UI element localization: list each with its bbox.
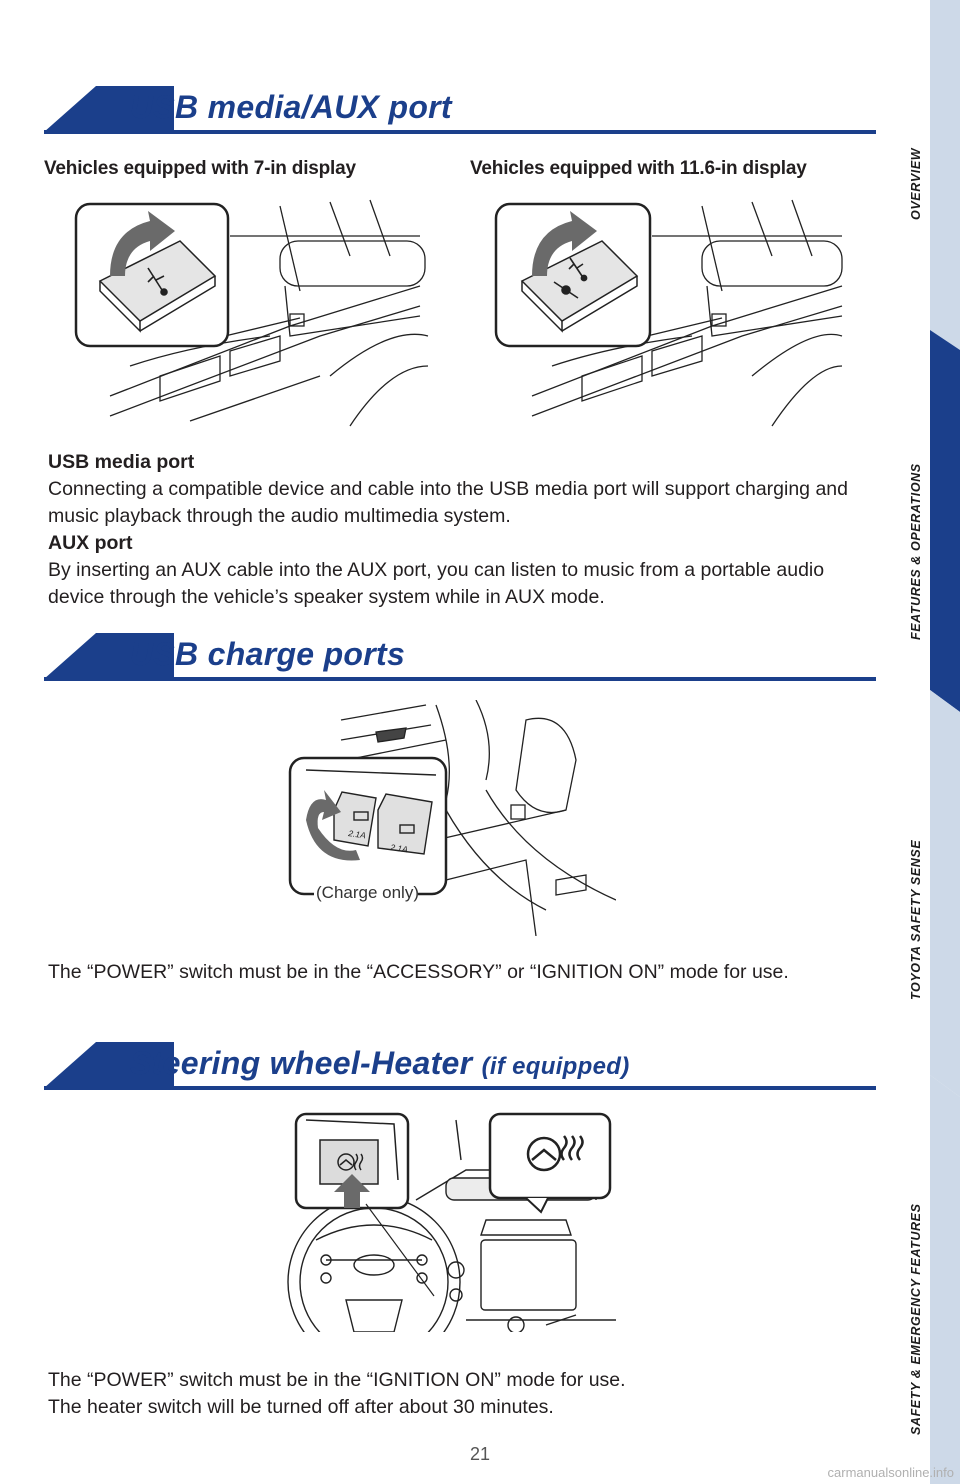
charge-only-bg [314, 878, 418, 902]
section-header-usb-charge: USB charge ports [44, 633, 876, 685]
aux-heading: AUX port [48, 532, 133, 554]
steering-heat-icon-small [337, 1153, 364, 1171]
title-main: Steering wheel-Heater [130, 1045, 473, 1081]
side-tab-label-features[interactable]: FEATURES & OPERATIONS [909, 463, 923, 640]
aux-text: By inserting an AUX cable into the AUX p… [48, 559, 825, 608]
usb-media-heading: USB media port [48, 451, 195, 473]
page-number: 21 [469, 1444, 491, 1464]
caption-11in: Vehicles equipped with 11.6-in display [470, 158, 807, 179]
arrow-icon [532, 211, 597, 276]
steering-heater-text-1: The “POWER” switch must be in the “IGNIT… [48, 1369, 626, 1391]
press-arrow-icon [334, 1174, 370, 1208]
usb-icon [147, 267, 168, 296]
usb-media-description: USB media port Connecting a compatible d… [48, 449, 848, 611]
section-title: USB media/AUX port [130, 89, 452, 125]
header-rule [44, 1086, 876, 1090]
section-title: USB charge ports [130, 636, 406, 672]
side-tab-bar [930, 0, 960, 1484]
illustration-usb-11in [494, 199, 843, 427]
tab-emergency [930, 1075, 960, 1484]
amp-label-2: 2.1A [389, 842, 409, 855]
section-header-usb-media: USB media/AUX port [44, 86, 876, 138]
tab-safety-sense [930, 690, 960, 1097]
title-suffix: (if equipped) [481, 1053, 630, 1080]
usb-media-text: Connecting a compatible device and cable… [48, 478, 848, 527]
charge-only-label: (Charge only) [316, 883, 419, 902]
usb-charge-description: The “POWER” switch must be in the “ACCES… [48, 961, 789, 983]
section-header-steering-heater: Steering wheel-Heater (if equipped) [44, 1042, 876, 1094]
illustration-steering-heater [287, 1112, 616, 1332]
illustration-usb-charge: 2.1A 2.1A (Charge only) [288, 700, 616, 936]
aux-icon [553, 281, 579, 299]
steering-heater-description: The “POWER” switch must be in the “IGNIT… [48, 1367, 848, 1421]
arrow-icon [306, 790, 360, 861]
header-rule [44, 130, 876, 134]
usb-icon [568, 257, 588, 282]
tab-features [930, 330, 960, 712]
section-title: Steering wheel-Heater (if equipped) [130, 1045, 630, 1082]
side-tab-label-emergency[interactable]: SAFETY & EMERGENCY FEATURES [909, 1203, 923, 1435]
arrow-icon [110, 211, 175, 276]
caption-7in: Vehicles equipped with 7-in display [44, 158, 356, 179]
amp-label-1: 2.1A [347, 828, 367, 841]
steering-heater-text-2: The heater switch will be turned off aft… [48, 1396, 554, 1418]
side-tab-shapes [930, 0, 960, 1484]
side-tab-label-overview[interactable]: OVERVIEW [909, 147, 923, 220]
tab-overview [930, 0, 960, 350]
steering-heat-indicator-icon [526, 1135, 584, 1172]
side-tab-label-safety-sense[interactable]: TOYOTA SAFETY SENSE [909, 839, 923, 1000]
header-rule [44, 677, 876, 681]
illustration-usb-7in [74, 199, 429, 427]
watermark: carmanualsonline.info [827, 1465, 954, 1480]
